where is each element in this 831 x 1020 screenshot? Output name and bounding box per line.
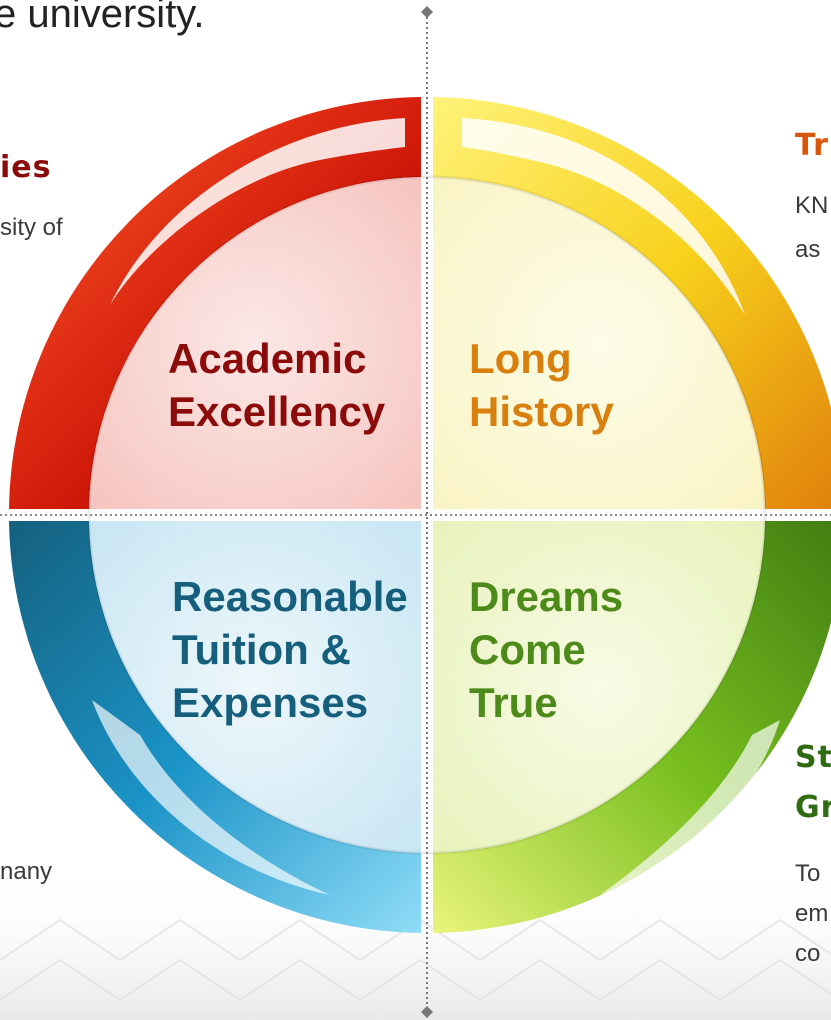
quadrant-label-line: Come — [469, 626, 586, 673]
quadrant-fill-academic — [89, 177, 421, 509]
quadrant-label-line: Reasonable — [172, 573, 408, 620]
side-body-bottom-right-1: To — [795, 860, 821, 887]
divider-diamond-bottom — [421, 1006, 433, 1018]
quadrant-label-academic: Academic Excellency — [168, 332, 385, 438]
side-heading-bottom-right-2: Gr — [795, 790, 831, 825]
quadrant-label-history: Long History — [469, 332, 614, 438]
ring-segment-green — [433, 521, 831, 933]
quadrant-label-line: Dreams — [469, 573, 624, 620]
side-body-bottom-right-3: co — [795, 940, 821, 967]
header-text: e university. — [0, 0, 205, 36]
highlight-blue — [92, 700, 330, 895]
quadrant-label-line: Excellency — [168, 388, 386, 435]
quadrant-label-dreams: Dreams Come True — [469, 570, 623, 729]
ring-segment-blue — [9, 521, 421, 933]
side-heading-bottom-right-1: St — [795, 740, 831, 775]
side-body-top-left: sity of — [0, 214, 63, 241]
side-body-bottom-right-2: em — [795, 900, 829, 927]
highlight-green — [600, 720, 780, 895]
side-heading-top-left: ies — [0, 150, 52, 185]
highlight-yellow — [462, 118, 745, 315]
quadrant-label-line: Academic — [168, 335, 367, 382]
divider-diamond-top — [421, 6, 433, 18]
side-body-bottom-left: nany — [0, 858, 53, 885]
quadrant-fill-history — [433, 177, 765, 509]
quadrant-label-line: True — [469, 679, 558, 726]
quadrant-label-line: Long — [469, 335, 572, 382]
quadrant-fill-dreams — [433, 521, 765, 853]
highlight-red — [110, 118, 405, 305]
side-body-top-right-2: as — [795, 236, 821, 263]
quadrant-fill-tuition — [89, 521, 421, 853]
quadrant-label-line: Tuition & — [172, 626, 351, 673]
side-body-top-right-1: KN — [795, 192, 829, 219]
quadrant-label-line: Expenses — [172, 679, 369, 726]
quadrant-label-line: History — [469, 388, 614, 435]
side-heading-top-right: Tr — [795, 128, 829, 163]
quadrant-label-tuition: Reasonable Tuition & Expenses — [172, 570, 408, 729]
